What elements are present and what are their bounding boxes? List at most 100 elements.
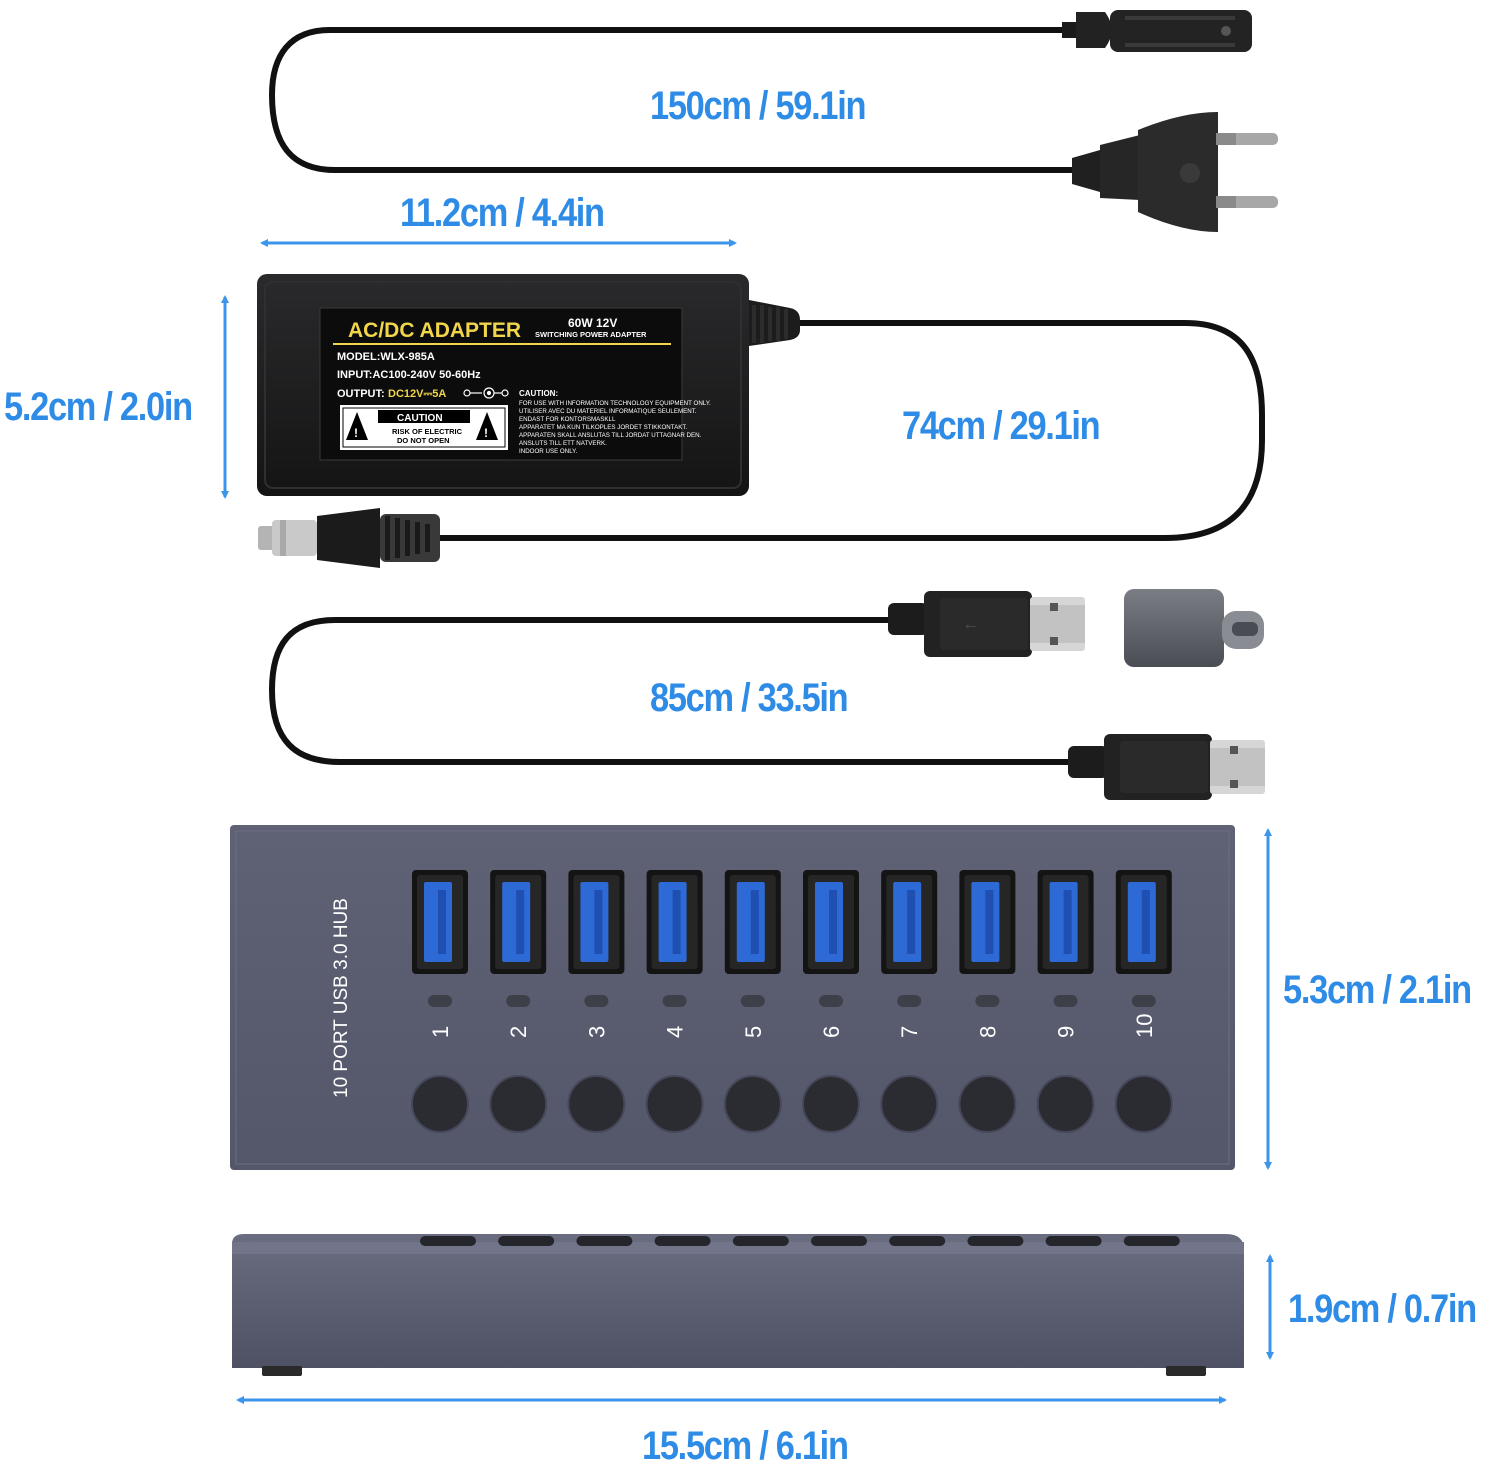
dim-hub-length: 15.5cm / 6.1in [642, 1424, 849, 1468]
port-led-indicator [662, 995, 687, 1007]
port-led-indicator [506, 995, 531, 1007]
usb-hub-side [232, 1234, 1244, 1376]
notice-line: APPARATEN SKALL ANSLUTAS TILL JORDAT UTT… [519, 432, 702, 439]
port-led-indicator [584, 995, 609, 1007]
dim-adapter-height: 5.2cm / 2.0in [4, 385, 193, 429]
notice-line: FOR USE WITH INFORMATION TECHNOLOGY EQUI… [519, 400, 711, 407]
power-cord [268, 10, 1278, 232]
port-power-button[interactable] [802, 1075, 860, 1133]
port-power-button[interactable] [958, 1075, 1017, 1133]
c7-plug [1062, 10, 1252, 52]
port-power-button[interactable] [411, 1075, 469, 1133]
usb-port[interactable] [412, 870, 468, 974]
port-led-indicator [1053, 995, 1078, 1007]
port-power-button[interactable] [489, 1075, 548, 1133]
port-number-label: 6 [819, 1026, 844, 1038]
svg-text:!: ! [484, 426, 488, 440]
polarity-symbol-icon [463, 387, 509, 399]
side-button-top [654, 1236, 711, 1246]
side-button-top [732, 1236, 789, 1246]
usb-port[interactable] [1037, 870, 1094, 974]
port-power-button[interactable] [567, 1075, 626, 1133]
side-button-top [1123, 1236, 1180, 1246]
port-number-label: 4 [663, 1026, 688, 1038]
euro-plug [1072, 112, 1278, 232]
side-button-top [576, 1236, 633, 1246]
port-power-button[interactable] [645, 1075, 704, 1133]
notice-line: ANSLUTS TILL ETT NATVERK. [519, 440, 607, 447]
side-button-top [498, 1236, 555, 1246]
svg-text:!: ! [354, 426, 358, 440]
usb-port[interactable] [490, 870, 547, 974]
caution-risk-line2: DO NOT OPEN [397, 436, 450, 445]
notice-line: UTILISER AVEC DU MATERIEL INFORMATIQUE S… [519, 408, 697, 415]
port-number-label: 2 [506, 1026, 531, 1038]
usb-hub-top: 10 PORT USB 3.0 HUB 1 2 3 4 5 6 7 8 9 10 [230, 825, 1235, 1170]
side-button-top [420, 1236, 476, 1246]
adapter-notice: CAUTION: FOR USE WITH INFORMATION TECHNO… [519, 389, 711, 455]
usb-port[interactable] [646, 870, 703, 974]
port-number-label: 8 [975, 1026, 1000, 1038]
adapter-rating: 60W 12V [568, 316, 617, 330]
dim-power-cord: 150cm / 59.1in [650, 84, 867, 128]
usb-a-plug-bottom [1068, 734, 1265, 800]
port-power-button[interactable] [1114, 1075, 1173, 1133]
port-led-indicator [428, 995, 452, 1007]
usb-port[interactable] [568, 870, 625, 974]
dim-adapter-width: 11.2cm / 4.4in [400, 191, 605, 235]
usb-port[interactable] [724, 870, 781, 974]
adapter-input: INPUT:AC100-240V 50-60Hz [337, 369, 481, 381]
side-button-top [811, 1236, 867, 1246]
dim-hub-thickness: 1.9cm / 0.7in [1288, 1287, 1477, 1331]
adapter-output-value: DC12V⎓5A [388, 388, 446, 400]
port-power-button[interactable] [1036, 1075, 1095, 1133]
port-power-button[interactable] [723, 1075, 782, 1133]
port-led-indicator [1131, 995, 1156, 1007]
usb-port[interactable] [1115, 870, 1172, 974]
caution-box: ! ! CAUTION RISK OF ELECTRIC DO NOT OPEN [340, 405, 508, 450]
caution-title: CAUTION [397, 413, 443, 424]
dim-dc-cable: 74cm / 29.1in [902, 404, 1101, 448]
side-button-top [967, 1236, 1024, 1246]
port-led-indicator [819, 995, 843, 1007]
usb-c-otg-adapter [1124, 589, 1264, 667]
side-button-top [1045, 1236, 1102, 1246]
adapter-type: SWITCHING POWER ADAPTER [535, 330, 647, 339]
power-adapter: AC/DC ADAPTER 60W 12V SWITCHING POWER AD… [257, 274, 800, 496]
usb-cable: ⭠ [268, 589, 1265, 800]
caution-risk-line1: RISK OF ELECTRIC [392, 427, 463, 436]
dim-usb-cable: 85cm / 33.5in [650, 676, 849, 720]
side-button-top [889, 1236, 946, 1246]
dim-hub-height: 5.3cm / 2.1in [1283, 968, 1472, 1012]
notice-line: APPARATET MA KUN TILKOPLES JORDET STIKKO… [519, 424, 687, 431]
notice-line: CAUTION: [519, 389, 558, 398]
port-number-label: 5 [741, 1026, 766, 1038]
notice-line: INDOOR USE ONLY. [519, 448, 578, 455]
dimension-arrows [221, 239, 1274, 1404]
port-led-indicator [740, 995, 765, 1007]
adapter-label: AC/DC ADAPTER 60W 12V SWITCHING POWER AD… [319, 307, 711, 461]
port-number-label: 1 [428, 1026, 453, 1038]
side-button-row [420, 1236, 1180, 1246]
svg-text:⭠: ⭠ [965, 618, 976, 634]
usb-port[interactable] [803, 870, 859, 974]
notice-line: ENDAST FOR KONTORSMASKLL [519, 416, 616, 423]
dc-cable [258, 320, 1265, 568]
port-number-label: 7 [897, 1026, 922, 1038]
port-led-indicator [975, 995, 1000, 1007]
port-number-label: 3 [584, 1026, 609, 1038]
adapter-title: AC/DC ADAPTER [348, 319, 521, 342]
usb-port[interactable] [959, 870, 1016, 974]
usb-port-row: 1 2 3 4 5 6 7 8 9 10 [411, 870, 1173, 1133]
port-led-indicator [897, 995, 922, 1007]
usb-port[interactable] [881, 870, 938, 974]
usb-a-plug-top: ⭠ [888, 591, 1085, 657]
hub-brand-text: 10 PORT USB 3.0 HUB [331, 898, 352, 1098]
port-power-button[interactable] [880, 1075, 939, 1133]
adapter-output-label: OUTPUT: [337, 388, 385, 400]
dc-barrel-plug [258, 508, 440, 568]
port-number-label: 9 [1054, 1026, 1079, 1038]
port-number-label: 10 [1132, 1014, 1157, 1038]
adapter-model: MODEL:WLX-985A [337, 351, 435, 363]
